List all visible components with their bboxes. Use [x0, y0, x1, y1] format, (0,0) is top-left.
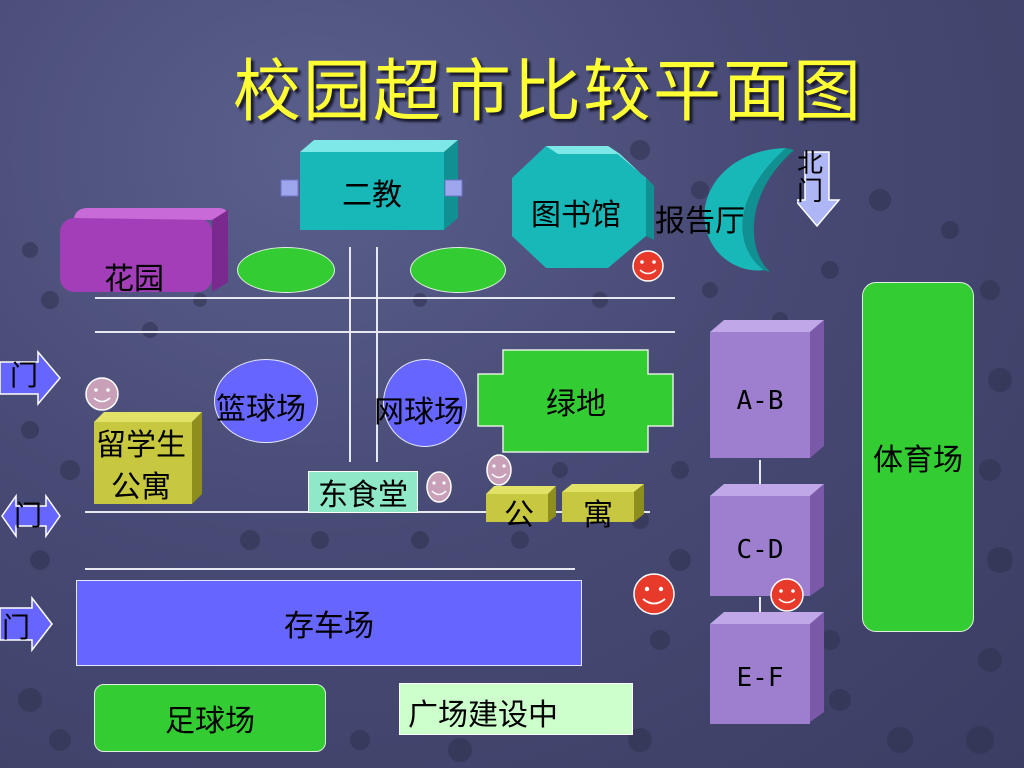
canteen-label: 东食堂 [318, 478, 408, 513]
smiley-pink-icon [426, 471, 452, 503]
dorm-box-1-shape [486, 486, 556, 522]
smiley-red-icon [770, 578, 804, 612]
building-library-shape [512, 146, 654, 268]
green-lawn-left [237, 247, 335, 293]
building-garden-label: 花园 [104, 262, 164, 297]
greenland-shape [477, 349, 674, 453]
west-gate-bottom-label: 门 [2, 611, 31, 644]
court-basketball-shape [214, 359, 318, 443]
stadium: 体育场 [862, 282, 974, 632]
road-horizontal-2 [95, 331, 675, 333]
court-tennis-shape [383, 359, 467, 447]
north-gate-arrow-icon [797, 151, 841, 228]
parking-label: 存车场 [284, 609, 374, 644]
football-field: 足球场 [94, 684, 326, 752]
north-gate-label: 北门 [797, 149, 824, 207]
plaza-label: 广场建设中 [408, 698, 558, 733]
smiley-red-icon [633, 573, 675, 615]
building-hall-label: 报告厅 [655, 204, 745, 239]
block-cd-label: C-D [736, 535, 784, 565]
dorm-box-2-shape [562, 484, 644, 522]
intl-dorm-label-line1: 留学生 [96, 428, 186, 463]
block-ab-shape [710, 320, 824, 458]
greenland-label: 绿地 [546, 387, 606, 422]
smiley-pink-icon [85, 377, 119, 411]
page-title: 校园超市比较平面图 [232, 53, 863, 132]
intl-dorm-label-line2: 公寓 [111, 470, 171, 505]
road-horizontal-1 [95, 297, 675, 299]
canteen-box: 东食堂 [308, 471, 418, 513]
road-vertical-1 [349, 247, 351, 462]
building-garden-shape [60, 208, 229, 292]
west-gate-mid-arrow-icon [1, 493, 61, 539]
intl-dorm-shape [94, 412, 202, 504]
block-ef-label: E-F [736, 663, 784, 693]
smiley-red-icon [632, 250, 664, 282]
dorm-box-2-label: 寓 [583, 498, 613, 533]
road-horizontal-4 [85, 568, 575, 570]
building-erjiao-label: 二教 [342, 178, 402, 213]
block-cd-shape [710, 484, 824, 596]
court-basketball-label: 篮球场 [216, 392, 306, 427]
west-gate-top-label: 门 [10, 359, 39, 392]
green-lawn-right [410, 247, 506, 293]
road-connector-cd-ef [759, 597, 761, 622]
building-erjiao-shape [280, 140, 463, 230]
building-hall-shape [704, 148, 794, 272]
west-gate-top-arrow-icon [0, 350, 61, 407]
football-label: 足球场 [165, 704, 255, 739]
smiley-pink-icon [486, 454, 512, 486]
block-ef-shape [710, 612, 824, 724]
court-tennis-label: 网球场 [374, 395, 464, 430]
west-gate-mid-label: 门 [14, 499, 43, 532]
building-library-label: 图书馆 [531, 198, 621, 233]
stadium-label: 体育场 [873, 443, 963, 478]
plaza-box: 广场建设中 [399, 683, 633, 735]
west-gate-bottom-arrow-icon [0, 596, 53, 653]
block-ab-label: A-B [736, 386, 784, 416]
road-vertical-2 [376, 247, 378, 462]
dorm-box-1-label: 公 [504, 498, 534, 533]
parking-lot: 存车场 [76, 580, 582, 666]
road-connector-ab-cd [759, 460, 761, 494]
